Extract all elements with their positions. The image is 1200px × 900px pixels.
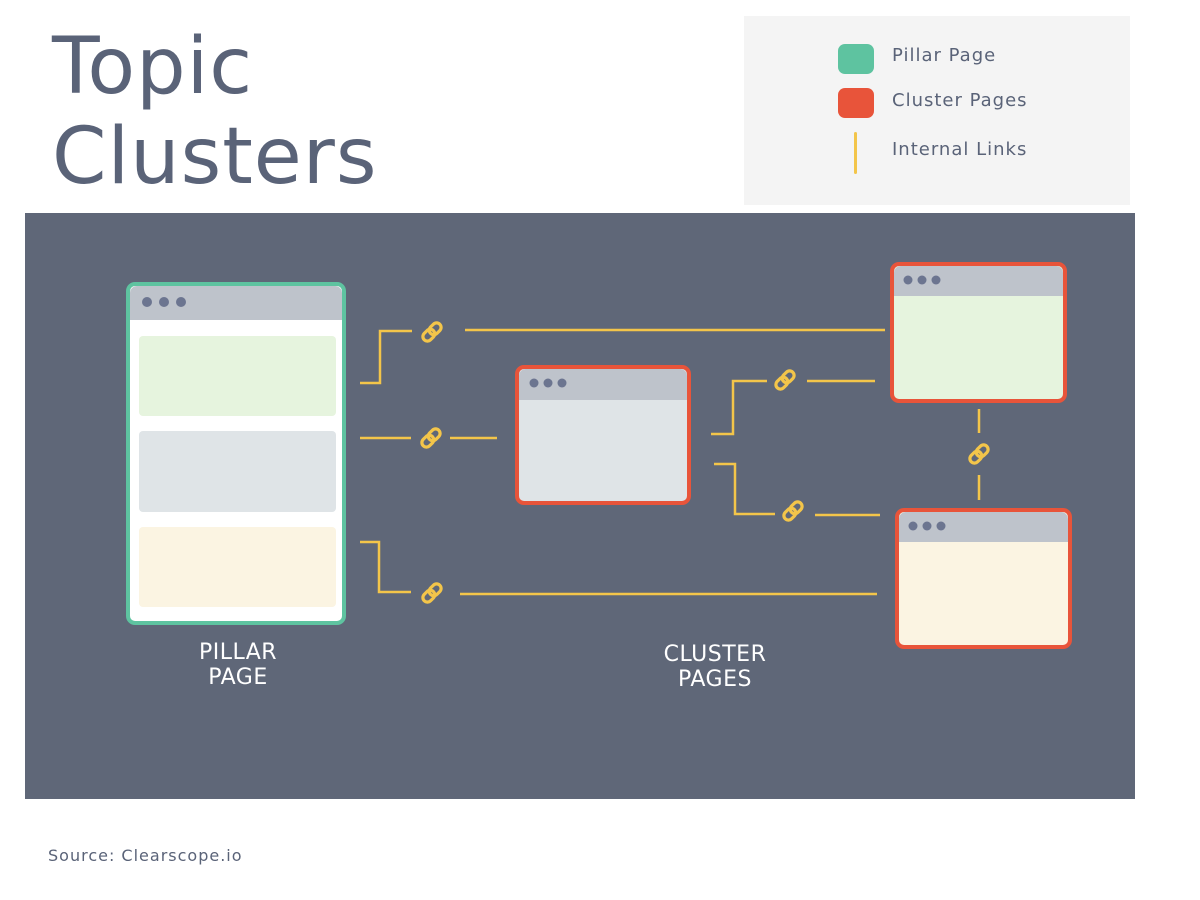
page-title: Topic Clusters	[52, 22, 377, 202]
internal-links	[360, 328, 981, 596]
chain-link-icon	[772, 367, 798, 393]
legend-label-pillar-page: Pillar Page	[892, 45, 997, 66]
link-line-center-down	[714, 462, 775, 516]
pillar-page-window	[126, 282, 346, 625]
link-line-bottom-bracket	[360, 540, 411, 594]
pillar-page-caption: PILLAR PAGE	[198, 640, 278, 690]
legend: Pillar Page Cluster Pages Internal Links	[744, 16, 1130, 205]
content-block-green	[139, 336, 336, 416]
cluster-page-window-bottom	[895, 508, 1072, 649]
pillar-page-swatch-icon	[838, 44, 874, 74]
cluster-page-window-top	[890, 262, 1067, 403]
title-line-2: Clusters	[52, 112, 378, 202]
chain-link-icon	[419, 319, 445, 345]
title-line-1: Topic	[52, 22, 254, 112]
chain-link-icon	[419, 580, 445, 606]
content-block-cream	[139, 527, 336, 607]
diagram-panel: PILLAR PAGE CLUSTER PAGES	[25, 213, 1135, 799]
cluster-page-window-center	[515, 365, 691, 505]
cluster-pages-caption: CLUSTER PAGES	[663, 642, 767, 692]
topic-cluster-diagram	[126, 262, 1072, 649]
legend-label-internal-links: Internal Links	[892, 139, 1028, 160]
link-line-top-bracket	[360, 329, 412, 385]
chain-link-icon	[966, 441, 992, 467]
chain-link-icon	[780, 498, 806, 524]
source-citation: Source: Clearscope.io	[48, 846, 243, 865]
legend-label-cluster-pages: Cluster Pages	[892, 90, 1028, 111]
content-block-gray	[139, 431, 336, 512]
internal-link-line-icon	[854, 132, 857, 174]
chain-link-icon	[418, 425, 444, 451]
cluster-pages-swatch-icon	[838, 88, 874, 118]
link-line-center-up	[711, 379, 767, 436]
